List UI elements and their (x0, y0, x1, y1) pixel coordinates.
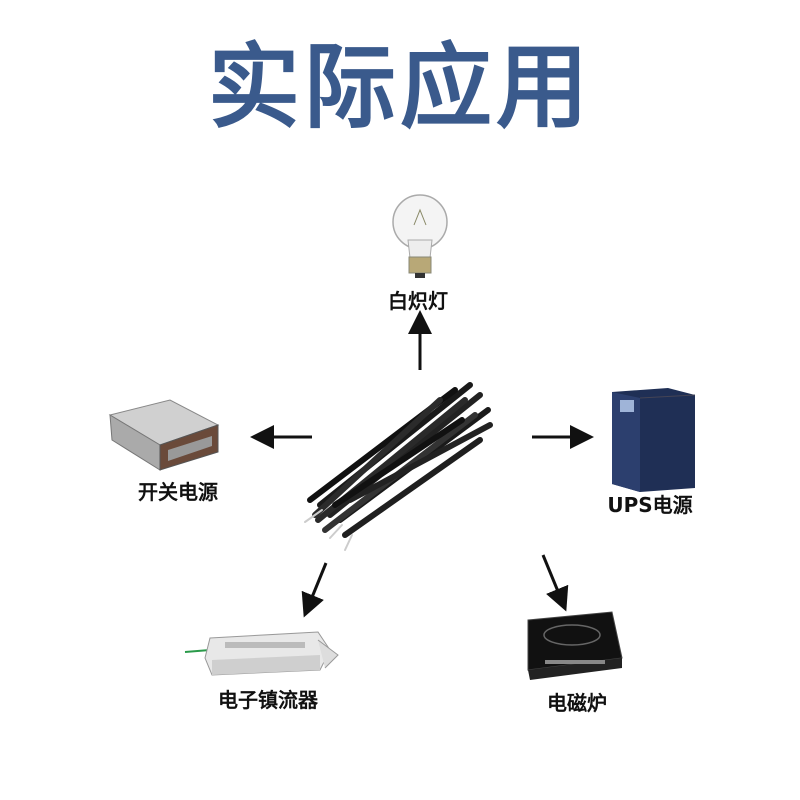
page-title: 实际应用 (207, 34, 592, 141)
label-light-bulb: 白炽灯 (388, 289, 448, 313)
induction-cooker-icon (527, 611, 623, 680)
arrow-to-induction-cooker (541, 554, 569, 612)
switching-power-supply-icon (108, 399, 220, 471)
light-bulb-icon (392, 194, 448, 278)
label-switching-power-supply: 开关电源 (138, 480, 218, 504)
arrow-to-ballast (301, 562, 328, 618)
label-ballast: 电子镇流器 (218, 688, 318, 712)
label-induction-cooker: 电磁炉 (547, 691, 607, 715)
ballast-icon (184, 631, 339, 676)
thermistor-bundle-image (304, 382, 493, 551)
ups-icon (612, 388, 696, 492)
label-ups: UPS电源 (607, 493, 693, 517)
